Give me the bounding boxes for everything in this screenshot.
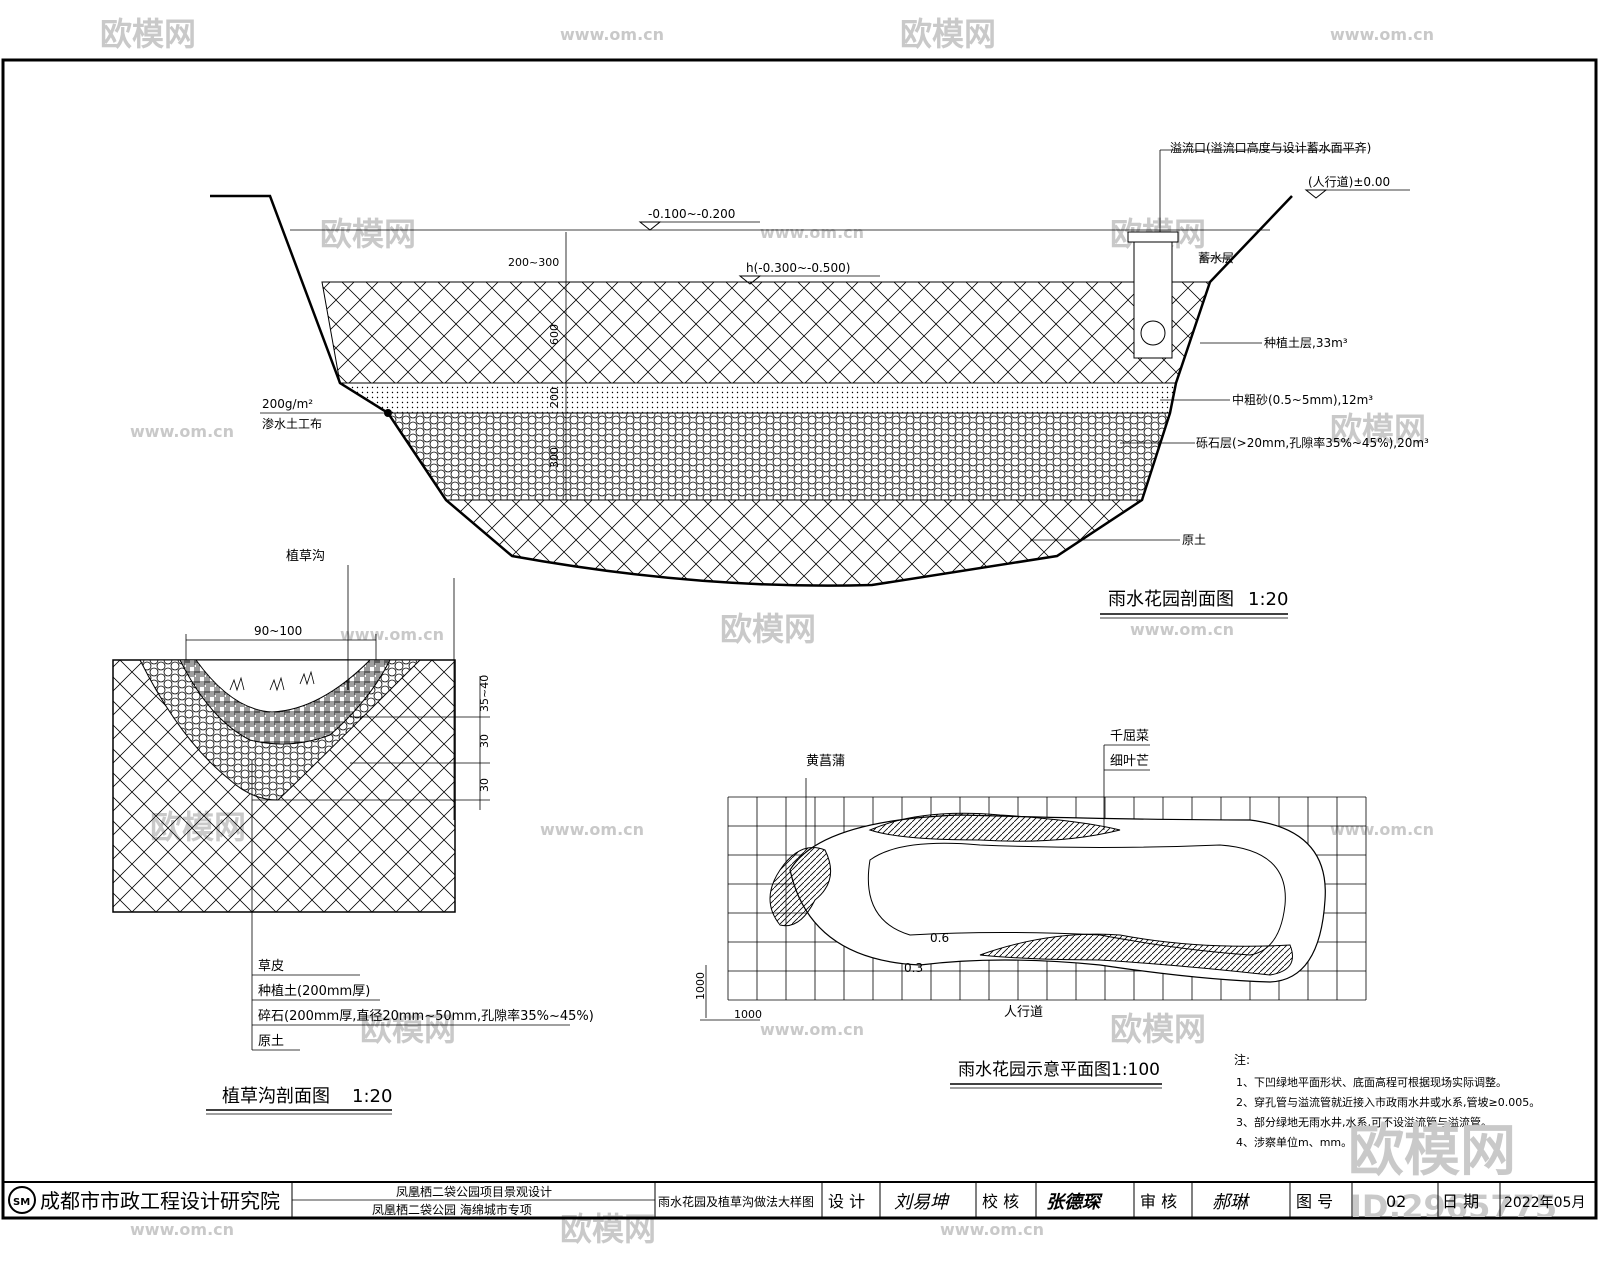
- watermark-brand: 欧模网: [1330, 410, 1426, 448]
- swale-dim-1: 35~40: [478, 675, 491, 712]
- watermark-brand: 欧模网: [720, 610, 816, 648]
- plan-contour-06: 0.6: [930, 931, 949, 945]
- note-1: 1、下凹绿地平面形状、底面高程可根据现场实际调整。: [1236, 1075, 1507, 1089]
- layer-gravel-label: 砾石层(>20mm,孔隙率35%~45%),20m³: [1196, 435, 1429, 450]
- dim-200: 200: [548, 387, 561, 408]
- watermark-site: www.om.cn: [1330, 25, 1434, 44]
- design-signature: 刘易坤: [894, 1192, 950, 1213]
- watermark-site: www.om.cn: [760, 1020, 864, 1039]
- layer-subsoil-label: 原土: [1182, 533, 1206, 547]
- date-value: 2022年05月: [1504, 1195, 1585, 1211]
- swale-legend-soil: 种植土(200mm厚): [258, 984, 370, 999]
- h-level-label: h(-0.300~-0.500): [746, 261, 850, 275]
- drawing-name: 雨水花园及植草沟做法大样图: [658, 1194, 814, 1209]
- swale-title: 植草沟剖面图: [222, 1086, 330, 1107]
- layer-planting-label: 种植土层,33m³: [1264, 335, 1348, 350]
- watermark-brand: 欧模网: [900, 15, 996, 53]
- institute-name: 成都市市政工程设计研究院: [40, 1189, 280, 1213]
- dim-600: 600: [548, 324, 561, 345]
- section-title: 雨水花园剖面图: [1108, 589, 1234, 610]
- institute-logo-icon: [8, 1186, 36, 1214]
- plan-label-loosestrife: 千屈菜: [1110, 729, 1149, 744]
- note-4: 4、涉察单位m、mm。: [1236, 1135, 1352, 1149]
- plan-dim-vert: 1000: [694, 972, 707, 1000]
- watermark-site: www.om.cn: [540, 820, 644, 839]
- layer-sand: [338, 382, 1177, 414]
- plan-dim-horiz: 1000: [734, 1008, 762, 1021]
- project-name-1: 凤凰栖二袋公园项目景观设计: [396, 1184, 552, 1199]
- notes: 注: 1、下凹绿地平面形状、底面高程可根据现场实际调整。 2、穿孔管与溢流管就近…: [1234, 1052, 1540, 1149]
- watermark-brand: 欧模网: [560, 1210, 656, 1248]
- drawing-no-label: 图 号: [1296, 1192, 1333, 1211]
- watermark-brand: 欧模网: [100, 15, 196, 53]
- watermark-site: www.om.cn: [130, 422, 234, 441]
- section-outline: [210, 194, 1293, 587]
- date-label: 日 期: [1442, 1192, 1479, 1211]
- layer-sand-label: 中粗砂(0.5~5mm),12m³: [1232, 392, 1373, 407]
- water-level-label: -0.100~-0.200: [648, 207, 735, 221]
- swale-section: 植草沟 90~100 35~40 30 30 草皮 种植土(200mm厚) 碎石…: [112, 549, 594, 1115]
- title-block: SM 成都市市政工程设计研究院 凤凰栖二袋公园项目景观设计 凤凰栖二袋公园 海绵…: [2, 1181, 1597, 1219]
- notes-heading: 注:: [1234, 1052, 1250, 1067]
- watermark-site: www.om.cn: [130, 1220, 234, 1239]
- plan-label-iris: 黄菖蒲: [806, 754, 845, 769]
- watermark-layer: 欧模网 www.om.cn 欧模网 www.om.cn 欧模网 www.om.c…: [100, 15, 1434, 1248]
- overflow-label: 溢流口(溢流口高度与设计蓄水面平齐): [1170, 140, 1371, 155]
- swale-scale: 1:20: [352, 1086, 392, 1107]
- review-signature: 郝琳: [1212, 1192, 1250, 1213]
- plan-label-silvergrass: 细叶芒: [1110, 753, 1149, 769]
- project-name-2: 凤凰栖二袋公园 海绵城市专项: [372, 1202, 532, 1217]
- watermark-id: ID:2965775: [1350, 1188, 1557, 1226]
- drawing-no: 02: [1386, 1192, 1406, 1211]
- check-signature: 张德琛: [1046, 1192, 1103, 1213]
- layer-storage-label: 蓄水层: [1198, 251, 1234, 265]
- watermark-brand: 欧模网: [320, 215, 416, 253]
- watermark-site: www.om.cn: [560, 25, 664, 44]
- rain-garden-section: 溢流口(溢流口高度与设计蓄水面平齐) (人行道)±0.00 -0.100~-0.…: [210, 140, 1429, 619]
- overflow-pipe: [1133, 239, 1173, 359]
- plan-contour-03: 0.3: [904, 961, 923, 975]
- swale-legend-subsoil: 原土: [258, 1034, 284, 1049]
- design-label: 设 计: [828, 1192, 865, 1211]
- review-label: 审 核: [1140, 1192, 1177, 1211]
- plan-sidewalk: 人行道: [1004, 1005, 1043, 1020]
- watermark-brand: 欧模网: [360, 1010, 456, 1048]
- watermark-brand: 欧模网: [1110, 1010, 1206, 1048]
- note-3: 3、部分绿地无雨水井,水系,可不设溢流管与溢流管。: [1236, 1115, 1492, 1129]
- geotextile-label: 渗水土工布: [262, 416, 322, 431]
- layer-planting: [321, 281, 1211, 384]
- rain-garden-plan: 黄菖蒲 千屈菜 细叶芒 0.6 0.3 人行道 1000 1000 雨水花园示意…: [694, 729, 1367, 1089]
- swale-dim-2: 30: [478, 734, 491, 748]
- swale-legend-turf: 草皮: [258, 959, 284, 974]
- sidewalk-level-label: (人行道)±0.00: [1308, 175, 1390, 189]
- watermark-big-logo: 欧模网: [1348, 1119, 1516, 1184]
- note-2: 2、穿孔管与溢流管就近接入市政雨水井或水系,管坡≥0.005。: [1236, 1095, 1540, 1109]
- watermark-site: www.om.cn: [1330, 820, 1434, 839]
- svg-text:SM: SM: [13, 1197, 30, 1208]
- dim-300: 300: [548, 447, 561, 468]
- swale-dim-3: 30: [478, 778, 491, 792]
- check-label: 校 核: [982, 1192, 1019, 1211]
- watermark-site: www.om.cn: [760, 223, 864, 242]
- watermark-site: www.om.cn: [1130, 620, 1234, 639]
- section-scale: 1:20: [1248, 589, 1288, 610]
- dim-top: 200~300: [508, 256, 559, 269]
- swale-legend-gravel: 碎石(200mm厚,直径20mm~50mm,孔隙率35%~45%): [258, 1008, 594, 1024]
- layer-gravel: [387, 412, 1171, 501]
- geotextile-spec: 200g/m²: [262, 397, 313, 411]
- swale-width-dim: 90~100: [254, 624, 302, 638]
- watermark-site: www.om.cn: [940, 1220, 1044, 1239]
- layer-subsoil: [444, 499, 1144, 587]
- plan-title: 雨水花园示意平面图1:100: [958, 1060, 1160, 1080]
- swale-top-label: 植草沟: [286, 549, 325, 564]
- watermark-site: www.om.cn: [340, 625, 444, 644]
